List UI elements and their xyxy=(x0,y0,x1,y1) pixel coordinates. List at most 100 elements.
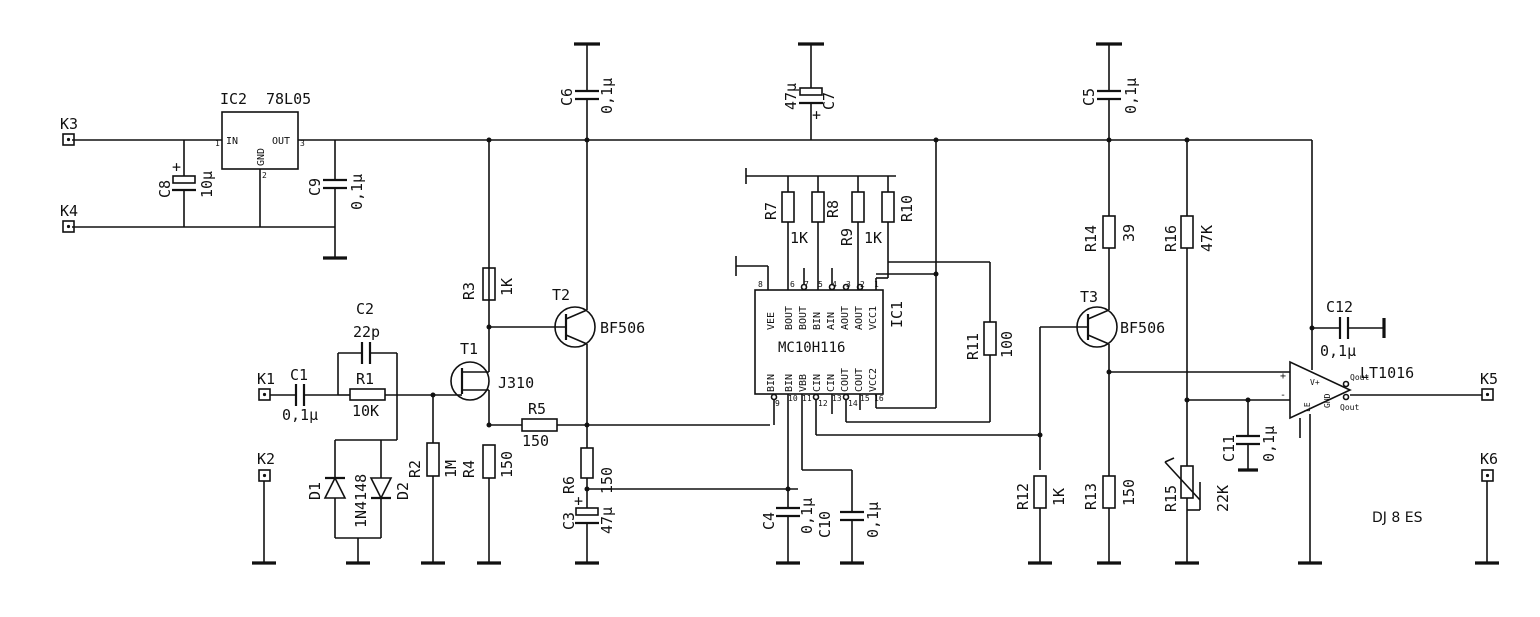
transistor-t3: T3 BF506 xyxy=(1037,137,1165,470)
r16-value: 47K xyxy=(1198,225,1216,252)
r9-value: 1K xyxy=(864,229,882,247)
r9-ref: R9 xyxy=(838,228,856,246)
svg-text:11: 11 xyxy=(802,394,812,403)
lt1016-minus: - xyxy=(1280,390,1286,401)
c6-ref: C6 xyxy=(558,88,576,106)
ic2-ref: IC2 xyxy=(220,90,247,108)
svg-text:2: 2 xyxy=(860,280,865,289)
c7-ref: C7 xyxy=(820,92,838,110)
connector-k2: K2 xyxy=(252,450,276,565)
c1-value: 0,1µ xyxy=(282,406,318,424)
c5-value: 0,1µ xyxy=(1122,78,1140,114)
r5-ref: R5 xyxy=(528,400,546,418)
resistor-r5: R5 150 xyxy=(489,400,770,450)
r7-ref: R7 xyxy=(762,202,780,220)
r16-ref: R16 xyxy=(1162,225,1180,252)
t2-part: BF506 xyxy=(600,319,645,337)
r14-ref: R14 xyxy=(1082,225,1100,252)
ic1-comparator: IC1 MC10H116 VEE BOUT BOUT BIN AIN AOUT … xyxy=(735,137,1040,512)
resistor-r9: R9 1K xyxy=(838,176,882,268)
svg-text:VBB: VBB xyxy=(798,374,809,392)
capacitor-c6: C6 0,1µ xyxy=(558,42,616,140)
resistor-r3: R3 1K xyxy=(460,137,516,330)
r8-ref: R8 xyxy=(824,200,842,218)
svg-text:BOUT: BOUT xyxy=(798,306,809,330)
r6-ref: R6 xyxy=(560,476,578,494)
c10-ref: C10 xyxy=(816,511,834,538)
capacitor-c10: C10 0,1µ xyxy=(816,502,882,565)
comparator-lt1016: LT1016 + - V+ LE GND Qout Qout xyxy=(1109,360,1482,565)
r3-ref: R3 xyxy=(460,282,478,300)
resistor-r7: R7 1K xyxy=(762,176,808,268)
svg-text:AOUT: AOUT xyxy=(840,306,851,330)
capacitor-c4: C4 0,1µ xyxy=(760,486,816,565)
diode-pair: D1 D2 1N4148 xyxy=(306,439,412,565)
r2-value: 1M xyxy=(442,460,460,478)
footer-code: DJ 8 ES xyxy=(1372,510,1423,526)
capacitor-c9: C9 0,1µ xyxy=(306,140,366,260)
lt1016-gnd: GND xyxy=(1323,393,1332,408)
svg-text:8: 8 xyxy=(758,280,763,289)
t2-ref: T2 xyxy=(552,286,570,304)
capacitor-c12: C12 0,1µ xyxy=(1309,298,1386,360)
capacitor-c3: C3 47µ + xyxy=(560,492,616,565)
r15-ref: R15 xyxy=(1162,485,1180,512)
r5-value: 150 xyxy=(522,432,549,450)
c11-ref: C11 xyxy=(1220,435,1238,462)
resistor-r2: R2 1M xyxy=(406,392,460,565)
r14-value: 39 xyxy=(1120,224,1138,242)
c7-value: 47µ xyxy=(782,83,800,110)
ic2-part: 78L05 xyxy=(266,90,311,108)
r1-value: 10K xyxy=(352,402,379,420)
c3-ref: C3 xyxy=(560,512,578,530)
t3-part: BF506 xyxy=(1120,319,1165,337)
c2-value: 22p xyxy=(353,323,380,341)
c1-ref: C1 xyxy=(290,366,308,384)
k5-label: K5 xyxy=(1480,370,1498,388)
lt1016-qout: Qout xyxy=(1350,373,1369,382)
svg-text:AOUT: AOUT xyxy=(854,306,865,330)
resistor-r8: R8 xyxy=(811,176,842,268)
c12-value: 0,1µ xyxy=(1320,342,1356,360)
svg-text:2: 2 xyxy=(262,171,267,180)
resistor-r6: R6 150 xyxy=(560,447,798,508)
transistor-t2: T2 BF506 xyxy=(489,137,645,448)
r11-ref: R11 xyxy=(964,333,982,360)
ic2-regulator: IC2 78L05 IN OUT GND 1 3 2 xyxy=(215,90,311,227)
svg-text:COUT: COUT xyxy=(840,368,851,392)
r2-ref: R2 xyxy=(406,460,424,478)
lt1016-vplus: V+ xyxy=(1310,378,1320,387)
k1-label: K1 xyxy=(257,370,275,388)
supply-rail xyxy=(72,139,1313,362)
c7-plus: + xyxy=(812,106,821,124)
svg-text:VCC1: VCC1 xyxy=(868,306,879,330)
r7-value: 1K xyxy=(790,229,808,247)
svg-text:15: 15 xyxy=(860,394,870,403)
c3-value: 47µ xyxy=(598,507,616,534)
d2-ref: D2 xyxy=(394,482,412,500)
r12-value: 1K xyxy=(1050,488,1068,506)
c8-plus: + xyxy=(172,158,181,176)
r12-ref: R12 xyxy=(1014,483,1032,510)
k3-label: K3 xyxy=(60,115,78,133)
connector-k3: K3 xyxy=(60,115,78,146)
svg-text:9: 9 xyxy=(775,399,780,408)
r11-value: 100 xyxy=(998,331,1016,358)
r6-value: 150 xyxy=(598,467,616,494)
svg-text:CIN: CIN xyxy=(812,374,823,392)
lt1016-part: LT1016 xyxy=(1360,364,1414,382)
lt1016-le: LE xyxy=(1303,402,1312,412)
resistor-r1: R1 10K xyxy=(338,370,460,420)
k2-label: K2 xyxy=(257,450,275,468)
connector-k1: K1 xyxy=(257,370,296,401)
c12-ref: C12 xyxy=(1326,298,1353,316)
capacitor-c7: 47µ C7 + xyxy=(782,42,838,140)
capacitor-c11: C11 0,1µ xyxy=(1187,397,1290,472)
capacitor-c8: C8 10µ + xyxy=(156,140,216,227)
connector-k4: K4 xyxy=(60,202,78,233)
r4-value: 150 xyxy=(498,451,516,478)
svg-text:16: 16 xyxy=(874,394,884,403)
r15-value: 22K xyxy=(1214,485,1232,512)
resistor-r11: R11 100 xyxy=(964,321,1016,360)
